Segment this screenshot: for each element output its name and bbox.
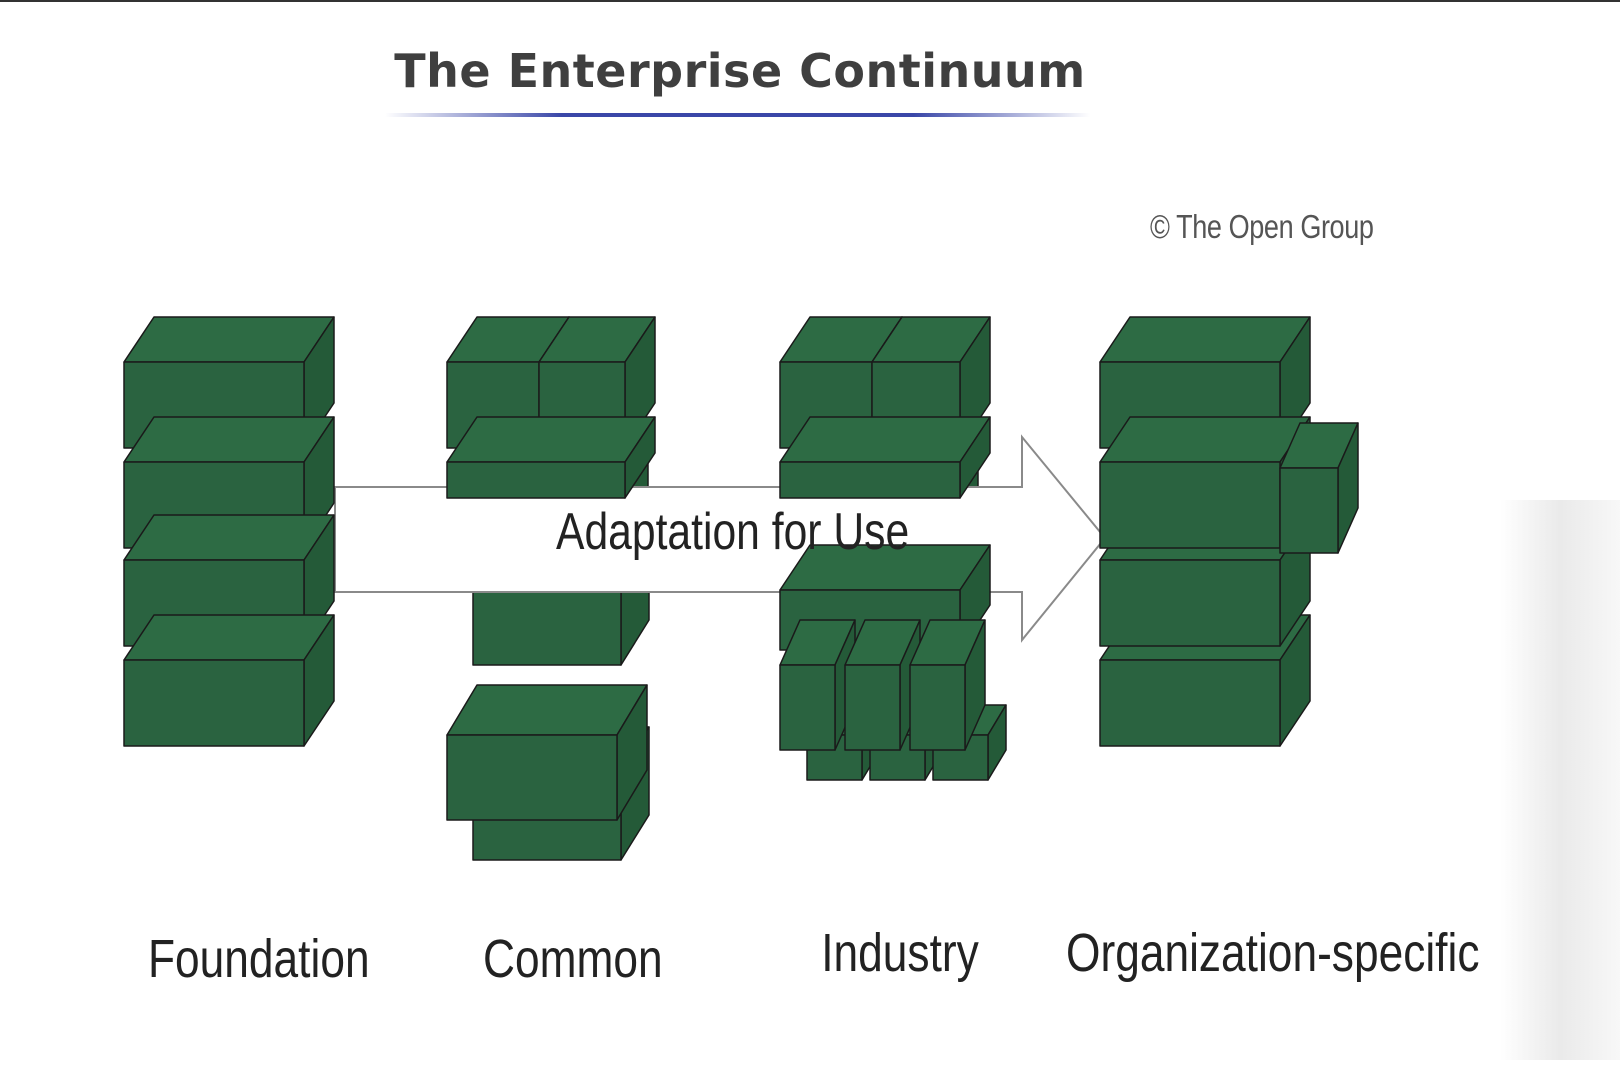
industry-block-3 xyxy=(779,416,991,499)
column-label-common: Common xyxy=(483,929,663,989)
top-border xyxy=(0,0,1620,2)
org-block-2 xyxy=(1099,416,1311,549)
foundation-block-4 xyxy=(123,614,335,747)
background-shadow xyxy=(1500,500,1620,1060)
industry-small-3 xyxy=(909,619,986,751)
arrow-label: Adaptation for Use xyxy=(556,503,910,561)
org-side-block xyxy=(1279,422,1359,554)
industry-small-2 xyxy=(844,619,921,751)
front-blocks-layer xyxy=(123,316,1359,821)
title-underline xyxy=(385,113,1090,117)
column-label-organization-specific: Organization-specific xyxy=(1066,923,1480,983)
common-block-6 xyxy=(446,684,648,821)
industry-small-1 xyxy=(779,619,856,751)
column-label-foundation: Foundation xyxy=(148,929,370,989)
column-label-industry: Industry xyxy=(821,923,979,983)
copyright-notice: © The Open Group xyxy=(1150,208,1374,245)
slide-title: The Enterprise Continuum xyxy=(394,44,1086,98)
common-block-3 xyxy=(446,416,656,499)
